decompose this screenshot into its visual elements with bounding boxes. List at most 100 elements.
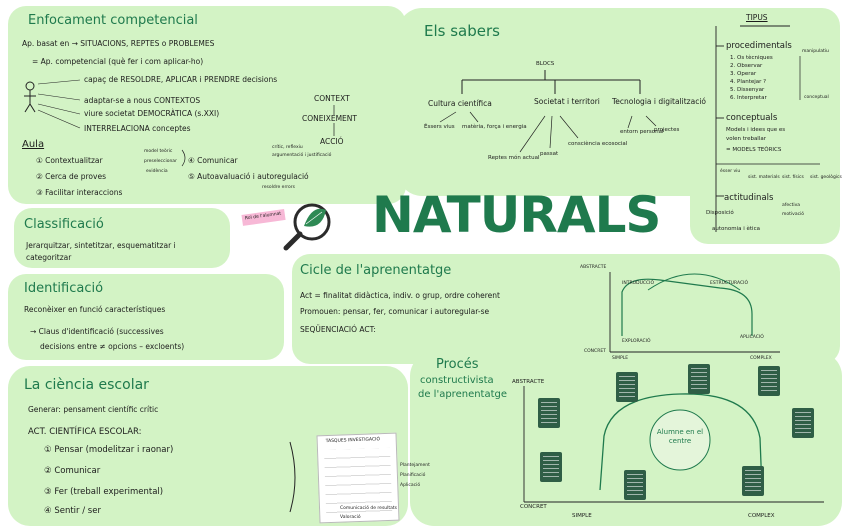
classificacio-heading: Classificació: [24, 217, 104, 232]
ciencia-item: ④ Sentir / ser: [44, 506, 101, 516]
aula-item-text: Facilitar interaccions: [45, 188, 123, 197]
identificacio-line2: → Claus d'identificació (successives: [30, 327, 164, 336]
sabers-heading: Els sabers: [424, 22, 500, 40]
aula-heading: Aula: [22, 139, 45, 150]
tasks-title: TASQUES INVESTIGACIÓ: [325, 437, 381, 445]
tasks-note: Plantejament: [400, 463, 430, 468]
proces-center: Alumne en el centre: [654, 428, 706, 446]
cicle-heading: Cicle de l'aprenentatge: [300, 263, 452, 278]
enfocament-panel: [8, 6, 406, 204]
proces-axis-label: CONCRET: [520, 504, 547, 510]
aula-note: argumentació i justificació: [272, 153, 332, 158]
sabers-sub: entorn personal: [620, 129, 664, 135]
proces-sub2: de l'aprenentatge: [418, 389, 508, 400]
enfocament-line2: = Ap. competencial (què fer i com aplica…: [32, 57, 204, 66]
proc-item: 5. Dissenyar: [730, 87, 765, 93]
aula-item-text: Autoavaluació i autoregulació: [197, 172, 309, 181]
conceptual-label: conceptual: [804, 95, 829, 100]
classificacio-text-content: Jerarquitzar, sintetitzar, esquematitzar…: [26, 241, 176, 262]
ciencia-item: ② Comunicar: [44, 466, 101, 476]
aula-item: ③ Facilitar interaccions: [36, 188, 123, 197]
aula-item: ② Cerca de proves: [36, 172, 106, 181]
sabers-sub: Éssers vius: [424, 124, 455, 130]
sabers-sub: projectes: [654, 127, 680, 133]
enfocament-heading: Enfocament competencial: [28, 13, 198, 28]
cicle-line3: SEQÜENCIACIÓ ACT:: [300, 325, 376, 334]
identificacio-line3: decisions entre ≠ opcions – excloents): [40, 342, 185, 351]
cicle-axis-label: COMPLEX: [750, 356, 772, 361]
sabers-sub: passat: [540, 151, 559, 157]
accio-label: ACCIÓ: [320, 137, 344, 146]
aula-note: preseleccionar: [144, 159, 177, 164]
actitudinals-label: actitudinals: [724, 193, 774, 203]
cicle-line1: Act = finalitat didàctica, indiv. o grup…: [300, 291, 500, 300]
enfocament-bullet: viure societat DEMOCRÀTICA (s.XXI): [84, 109, 220, 118]
ciencia-item: ① Pensar (modelitzar i raonar): [44, 445, 174, 455]
actitudinals-note: motivació: [782, 212, 805, 217]
manipulatiu-label: manipulatiu: [802, 49, 829, 54]
aula-note: model teòric: [144, 149, 173, 154]
aula-note: crític, reflexiu: [272, 145, 303, 150]
cicle-axis-label: ABSTRACTE: [580, 265, 607, 270]
context-label: CONTEXT: [314, 94, 350, 103]
tipus-heading: TIPUS: [746, 13, 768, 22]
conceptuals-label: conceptuals: [726, 113, 778, 123]
conceptuals-line: volen treballar: [726, 136, 766, 142]
sabers-sub: matèria, força i energia: [462, 124, 527, 130]
ciencia-generar: Generar: pensament científic crític: [28, 405, 159, 414]
aula-note: resoldre errors: [262, 185, 295, 190]
enfocament-line1: Ap. basat en → SITUACIONS, REPTES o PROB…: [22, 39, 215, 48]
tasks-note: Aplicació: [400, 483, 421, 488]
proc-item: 3. Operar: [730, 71, 757, 77]
enfocament-bullet: adaptar-se a nous CONTEXTOS: [84, 96, 201, 105]
tasks-note: Planificació: [400, 473, 426, 478]
proces-note-card: [616, 372, 638, 402]
proces-axis-label: COMPLEX: [748, 513, 775, 519]
cicle-panel: [292, 254, 840, 364]
page-title: NATURALS: [372, 186, 661, 244]
proces-note-card: [688, 364, 710, 394]
aula-item-text: Comunicar: [197, 156, 238, 165]
proces-heading: Procés: [436, 357, 479, 372]
model-item: ésser viu: [720, 169, 741, 174]
proces-center-text: Alumne en el centre: [656, 428, 704, 445]
sabers-branch: Tecnologia i digitalització: [612, 97, 707, 106]
model-item: sist. geològics: [810, 175, 842, 180]
sabers-root: BLOCS: [536, 61, 555, 67]
aula-note: evidència: [146, 169, 168, 174]
tasks-note: Valoració: [340, 515, 361, 520]
proc-item: 4. Plantejar ?: [730, 79, 767, 85]
cicle-phase: ESTRUCTURACIÓ: [710, 281, 749, 286]
proces-sub1: constructivista: [420, 375, 494, 386]
sabers-sub: consciència ecosocial: [568, 141, 628, 147]
proces-note-card: [540, 452, 562, 482]
actitudinals-note: afectiva: [782, 203, 801, 208]
conceptuals-line: Models i idees que es: [726, 127, 786, 133]
proces-note-card: [624, 470, 646, 500]
sabers-branch: Societat i territori: [534, 97, 600, 106]
identificacio-heading: Identificació: [24, 281, 104, 296]
coneixement-label: CONEIXEMENT: [302, 114, 357, 123]
proces-note-card: [792, 408, 814, 438]
model-item: sist. físics: [782, 175, 804, 180]
proces-axis-label: ABSTRACTE: [512, 379, 545, 385]
actitudinals-line: Disposició: [706, 210, 734, 216]
conceptuals-line: = MODELS TEÒRICS: [726, 147, 782, 153]
cicle-axis-label: CONCRET: [584, 349, 606, 354]
aula-item: ④ Comunicar: [188, 156, 238, 165]
aula-item-text: Contextualitzar: [45, 156, 103, 165]
tasks-note: Comunicació de resultats: [340, 506, 398, 511]
proces-axis-label: SIMPLE: [572, 513, 592, 519]
cicle-line2: Promouen: pensar, fer, comunicar i autor…: [300, 307, 490, 316]
tipus-panel: [690, 8, 840, 244]
proces-note-card: [742, 466, 764, 496]
cicle-phase: EXPLORACIÓ: [622, 339, 651, 344]
classificacio-panel: [14, 208, 230, 268]
procedimentals-label: procedimentals: [726, 41, 792, 51]
classificacio-text: Jerarquitzar, sintetitzar, esquematitzar…: [26, 240, 222, 264]
proc-item: 1. Os tècniques: [730, 55, 773, 61]
proces-note-card: [758, 366, 780, 396]
ciencia-act: ACT. CIENTÍFICA ESCOLAR:: [28, 427, 142, 437]
identificacio-line1: Reconèixer en funció característiques: [24, 305, 166, 314]
proces-note-card: [538, 398, 560, 428]
